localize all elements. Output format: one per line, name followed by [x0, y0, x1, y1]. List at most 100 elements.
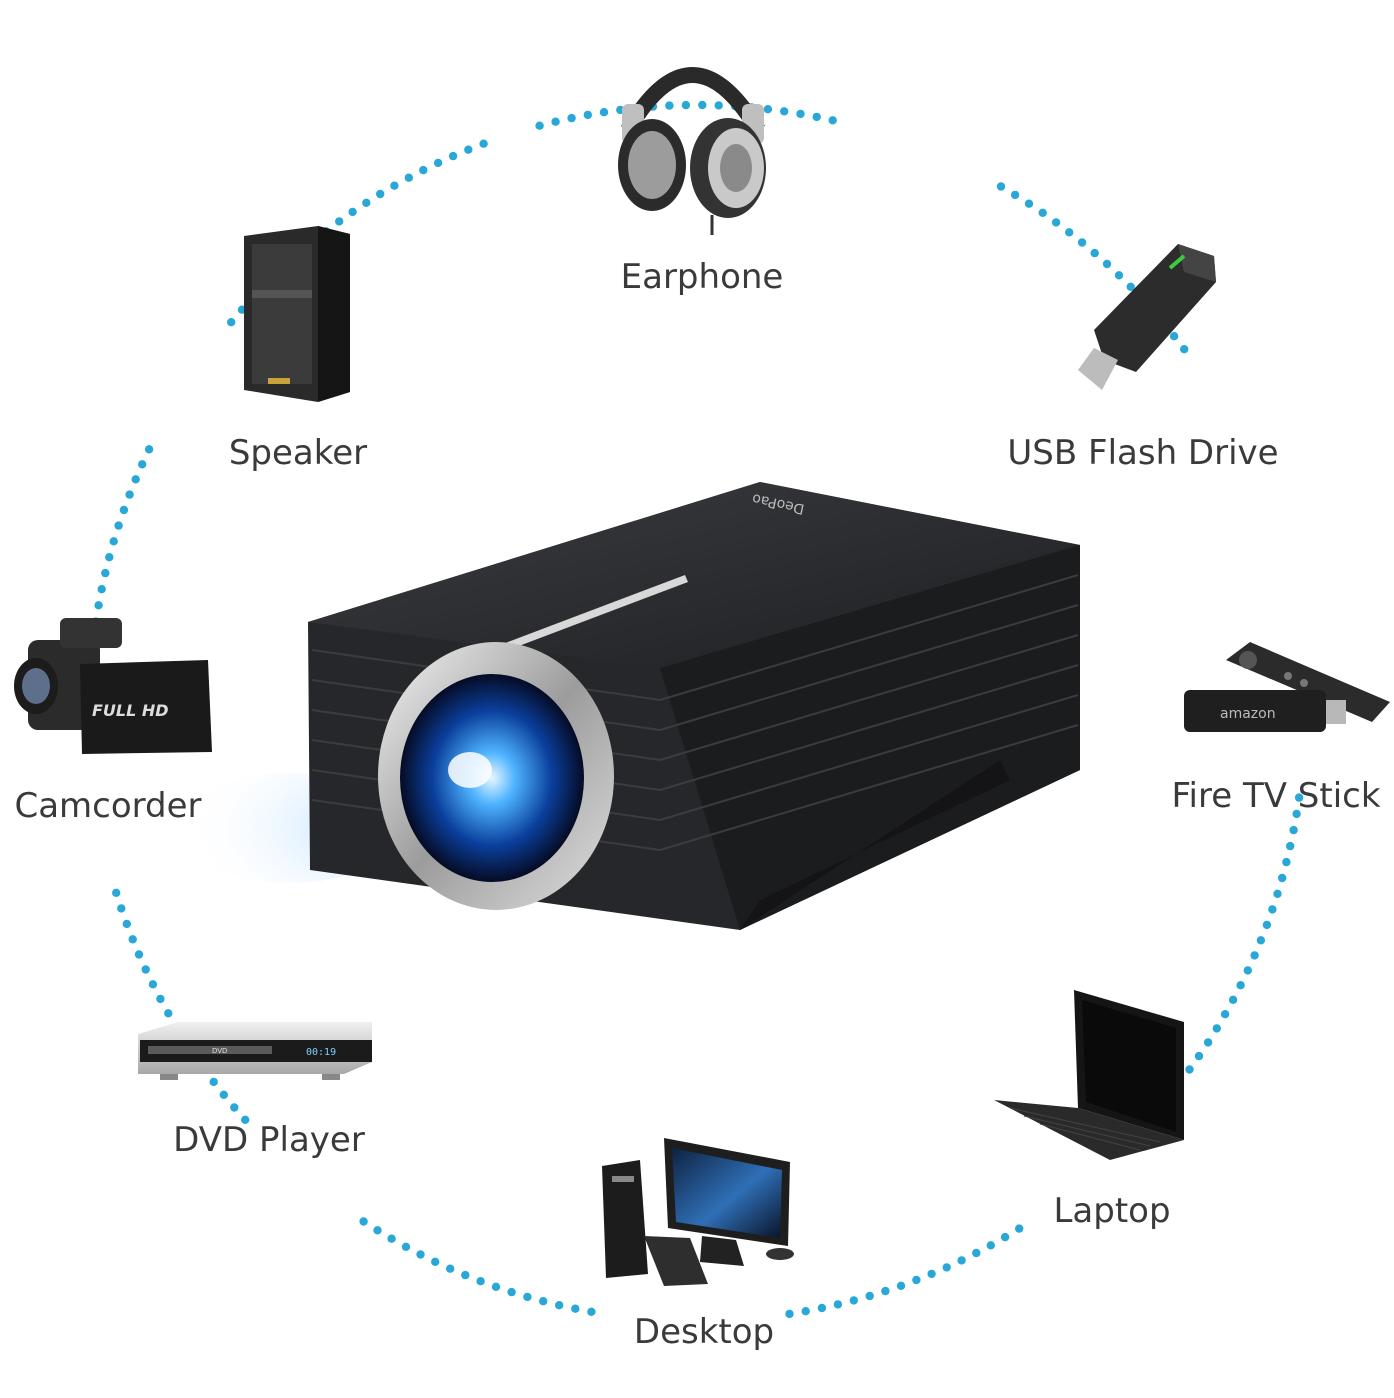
label-laptop: Laptop: [1053, 1191, 1170, 1231]
ring-dot: [1180, 345, 1189, 354]
ring-dot: [912, 1275, 921, 1285]
ring-dot: [209, 1077, 218, 1087]
ring-dot: [1243, 966, 1253, 975]
ring-dot: [665, 101, 674, 110]
ring-dot: [1000, 1232, 1010, 1242]
ring-dot: [1250, 951, 1259, 960]
ring-dot: [94, 601, 103, 610]
ring-dot: [416, 1250, 425, 1259]
desktop-image: [602, 1138, 794, 1286]
ring-dot: [523, 1292, 532, 1302]
ring-dot: [101, 568, 110, 578]
ring-dot: [942, 1263, 951, 1272]
ring-dot: [698, 100, 707, 110]
ring-dot: [219, 1090, 228, 1100]
label-camcorder: Camcorder: [14, 786, 201, 826]
ring-dot: [419, 165, 428, 175]
ring-dot: [1185, 1065, 1194, 1074]
dvd-player-image: DVD 00:19: [138, 1022, 372, 1080]
ring-dot: [448, 151, 458, 161]
ring-dot: [1273, 889, 1282, 898]
ring-dot: [387, 1234, 396, 1243]
ring-dot: [555, 1301, 564, 1310]
ring-dot: [1169, 332, 1179, 341]
projector-image: DeoPao: [180, 482, 1080, 930]
ring-dot: [433, 158, 443, 168]
ring-dot: [507, 1287, 516, 1297]
ring-dot: [796, 109, 805, 119]
ring-dot: [1114, 271, 1124, 280]
label-desktop: Desktop: [634, 1312, 774, 1352]
ring-dot: [401, 1242, 411, 1252]
ring-dot: [376, 189, 385, 199]
ring-dot: [1102, 259, 1112, 269]
ring-dot: [927, 1269, 936, 1279]
ring-dot: [144, 445, 154, 454]
fire-tv-stick-image: amazon: [1184, 642, 1390, 732]
headphones-image: [618, 67, 766, 235]
ring-dot: [431, 1257, 440, 1267]
ring-dot: [1010, 190, 1020, 200]
ring-dot: [1286, 841, 1295, 851]
ring-dot: [230, 1103, 239, 1112]
ring-dot: [1294, 793, 1304, 802]
ring-dot: [986, 1241, 995, 1250]
ring-dot: [1236, 981, 1245, 990]
ring-dot: [1289, 825, 1298, 835]
ring-dot: [828, 116, 837, 125]
ring-dot: [599, 108, 609, 117]
ring-dot: [571, 1304, 580, 1313]
ring-dot: [227, 318, 236, 327]
ring-dot: [1077, 238, 1087, 247]
ring-dot: [714, 101, 723, 110]
ring-dot: [125, 490, 134, 499]
ring-dot: [812, 112, 821, 122]
ring-dot: [141, 965, 150, 974]
label-dvd-player: DVD Player: [173, 1120, 365, 1160]
ring-dot: [241, 1115, 250, 1125]
ring-dot: [362, 198, 371, 207]
ring-dot: [404, 173, 413, 182]
ring-dot: [122, 919, 131, 929]
ring-dot: [164, 1009, 173, 1018]
ring-dot: [865, 1291, 874, 1301]
ring-dot: [491, 1282, 501, 1292]
ring-dot: [535, 121, 544, 130]
ring-dot: [539, 1297, 548, 1306]
ring-dot: [957, 1256, 966, 1265]
label-speaker: Speaker: [229, 433, 367, 473]
ring-dot: [1268, 905, 1277, 914]
camcorder-image: FULL HD: [14, 618, 212, 754]
ring-dot: [335, 217, 344, 226]
device-labels: Earphone Speaker USB Flash Drive Camcord…: [14, 257, 1380, 1352]
label-earphone: Earphone: [621, 257, 784, 297]
ring-dot: [359, 1217, 368, 1226]
ring-dot: [119, 505, 129, 515]
ring-dot: [1015, 1224, 1024, 1233]
ring-dot: [587, 1307, 596, 1317]
ring-dot: [134, 950, 144, 959]
speaker-image: [244, 226, 350, 402]
ring-dot: [131, 475, 140, 484]
ring-dot: [551, 117, 560, 126]
laptop-image: [994, 990, 1184, 1160]
ring-dot: [780, 107, 789, 116]
ring-dot: [1194, 1051, 1204, 1061]
ring-dot: [476, 1277, 485, 1286]
ring-dot: [1262, 920, 1272, 930]
label-fire-tv-stick: Fire TV Stick: [1171, 776, 1380, 816]
ring-dot: [849, 1296, 858, 1305]
ring-dot: [128, 935, 137, 944]
ring-dot: [1051, 218, 1061, 227]
ring-dot: [801, 1307, 810, 1316]
ring-dot: [881, 1286, 890, 1296]
ring-dot: [156, 994, 165, 1004]
ring-dot: [1282, 857, 1291, 867]
ring-dot: [97, 585, 106, 594]
ring-dot: [785, 1309, 794, 1319]
ring-dot: [1220, 1010, 1230, 1019]
ring-dot: [1126, 282, 1135, 291]
ring-dot: [972, 1248, 981, 1258]
ring-dot: [1278, 873, 1287, 883]
